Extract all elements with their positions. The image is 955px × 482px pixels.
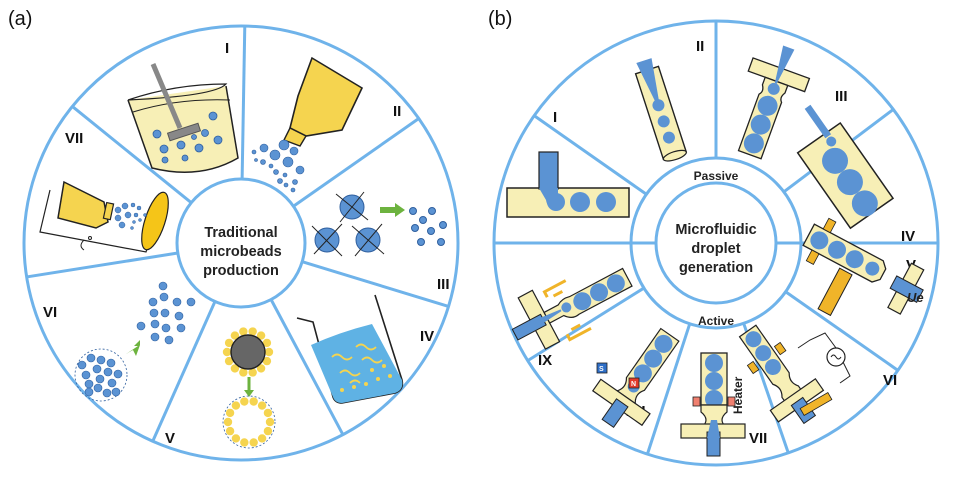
shell-bead bbox=[265, 417, 275, 427]
spoke-line bbox=[151, 300, 217, 442]
shell-bead bbox=[262, 356, 272, 366]
shell-bead bbox=[264, 347, 274, 357]
panel-b-numeral-VII: VII bbox=[749, 430, 767, 447]
panel-b-numeral-I: I bbox=[553, 109, 557, 126]
shell-bead bbox=[230, 364, 240, 373]
shell-bead bbox=[262, 338, 272, 348]
ac-electric-icon bbox=[738, 324, 851, 425]
spoke-line bbox=[71, 105, 193, 204]
heater-label: Heater bbox=[731, 376, 745, 414]
panel-b-numeral-VI: VI bbox=[883, 372, 897, 389]
shell-bead bbox=[231, 434, 241, 443]
spoke-line bbox=[645, 323, 692, 455]
shell-bead bbox=[225, 408, 235, 418]
panel-b-numeral-III: III bbox=[835, 88, 848, 105]
panel-a-numeral-VI: VI bbox=[43, 304, 57, 321]
thermal-control-icon: Heater bbox=[680, 352, 746, 457]
spoke-line bbox=[301, 260, 449, 308]
shell-bead bbox=[240, 438, 249, 447]
panel-b-numeral-IX: IX bbox=[538, 352, 552, 369]
panel-a-center-line-1: Traditional bbox=[204, 225, 277, 241]
north-pole-magnet bbox=[628, 377, 640, 389]
panel-b-numeral-II: II bbox=[696, 38, 704, 55]
particle-breakup-icon bbox=[311, 191, 447, 257]
shell-bead bbox=[230, 331, 240, 340]
bead-aggregation-icon bbox=[74, 281, 196, 402]
panel-a-numeral-III: III bbox=[437, 276, 450, 293]
shell-bead bbox=[256, 331, 266, 340]
shell-bead bbox=[257, 401, 267, 410]
spoke-line bbox=[26, 251, 179, 279]
panel-b-center-line-2: droplet bbox=[691, 241, 740, 257]
spoke-line bbox=[784, 290, 899, 372]
co-flow-capillary-icon bbox=[634, 58, 688, 162]
panel-a-numeral-VII: VII bbox=[65, 130, 83, 147]
svg-text:N: N bbox=[631, 381, 636, 388]
shell-bead bbox=[256, 364, 266, 373]
passive-label: Passive bbox=[694, 169, 739, 183]
ue-label: Ue bbox=[907, 290, 924, 305]
flow-focusing-icon bbox=[737, 45, 811, 160]
south-pole-magnet bbox=[596, 362, 608, 374]
shell-bead bbox=[225, 426, 235, 436]
shell-bead bbox=[222, 347, 232, 357]
panel-a-label: (a) bbox=[8, 8, 32, 30]
spoke-line bbox=[240, 26, 247, 180]
shell-bead bbox=[263, 408, 273, 418]
shell-bead bbox=[224, 338, 234, 348]
shell-bead bbox=[248, 368, 257, 377]
panel-a-numeral-IV: IV bbox=[420, 328, 434, 345]
panel-a-numeral-I: I bbox=[225, 40, 229, 57]
panel-a-center-line-2: microbeads bbox=[200, 244, 281, 260]
magnetic-control-icon: S N bbox=[591, 327, 680, 429]
beaker-polymer-solution-icon bbox=[296, 294, 404, 404]
shell-bead bbox=[239, 327, 248, 336]
spoke-line bbox=[269, 298, 345, 436]
panel-a-numeral-II: II bbox=[393, 103, 401, 120]
stirred-beaker-emulsion-icon bbox=[127, 63, 239, 173]
shell-bead bbox=[239, 368, 248, 377]
panel-b-numeral-IV: IV bbox=[901, 228, 915, 245]
active-label: Active bbox=[698, 314, 734, 328]
panel-b-center-line-3: generation bbox=[679, 260, 753, 276]
shell-bead bbox=[248, 327, 257, 336]
panel-b-center-line-1: Microfluidic bbox=[675, 222, 756, 238]
t-junction-icon bbox=[506, 151, 630, 218]
panel-a-spokes bbox=[26, 26, 449, 442]
panel-a-center-line-3: production bbox=[203, 263, 279, 279]
panel-a-numeral-V: V bbox=[165, 430, 175, 447]
shell-bead bbox=[223, 417, 233, 427]
panel-b-label: (b) bbox=[488, 8, 512, 30]
core-shell-template-icon bbox=[222, 327, 276, 449]
step-emulsification-icon bbox=[796, 104, 895, 230]
mechanical-control-icon bbox=[511, 267, 633, 350]
electrospray-icon bbox=[39, 180, 169, 253]
spoke-line bbox=[533, 114, 648, 196]
panel-a-center-circle bbox=[175, 177, 307, 309]
electric-control-icon: Ue bbox=[802, 217, 925, 317]
shell-bead bbox=[257, 434, 267, 443]
shell-bead bbox=[240, 397, 249, 406]
svg-text:S: S bbox=[599, 366, 604, 373]
shell-bead bbox=[263, 426, 273, 436]
spoke-line bbox=[292, 117, 420, 208]
panel-b-center-circle bbox=[654, 181, 778, 305]
spray-bottle-droplets-icon bbox=[251, 56, 364, 193]
shell-bead bbox=[249, 397, 258, 406]
shell-bead bbox=[231, 401, 241, 410]
shell-bead bbox=[224, 356, 234, 366]
shell-bead bbox=[249, 438, 258, 447]
